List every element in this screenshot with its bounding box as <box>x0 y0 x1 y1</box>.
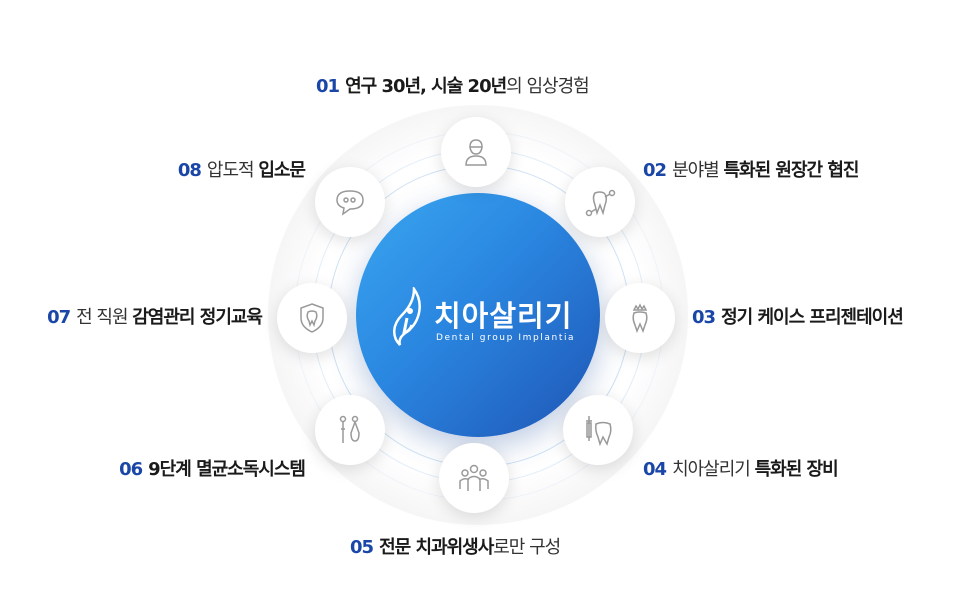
feature-node-06 <box>315 395 385 465</box>
leaf-i-logo-icon <box>393 287 421 346</box>
feature-node-01 <box>441 117 511 187</box>
brand-name: 치아살리기 <box>434 299 573 333</box>
feature-text-bold: 연구 30년, 시술 20년 <box>345 76 507 97</box>
feature-text-bold: 입소문 <box>258 160 306 181</box>
feature-text: 전 직원 <box>76 307 133 328</box>
feature-node-05 <box>439 443 509 513</box>
feature-number: 02 <box>643 160 667 181</box>
feature-text-bold: 감염관리 정기교육 <box>132 307 263 328</box>
feature-node-07 <box>277 283 347 353</box>
team-icon <box>459 464 489 491</box>
feature-node-03 <box>605 283 675 353</box>
feature-text: 치아살리기 <box>672 459 755 480</box>
dental-tools-icon <box>339 415 360 443</box>
feature-text: 의 임상경험 <box>506 76 590 97</box>
feature-number: 01 <box>316 76 340 97</box>
feature-number: 05 <box>350 537 374 558</box>
feature-text-bold: 특화된 장비 <box>754 459 839 480</box>
tooth-network-icon <box>585 189 616 217</box>
brand-subtitle: Dental group Implantia <box>436 333 576 343</box>
feature-text-bold: 특화된 원장간 협진 <box>723 160 859 181</box>
center-logo-circle: 치아살리기 Dental group Implantia <box>356 193 600 437</box>
feature-text-bold: 9단계 멸균소독시스템 <box>148 459 306 480</box>
feature-node-02 <box>565 167 635 237</box>
feature-number: 04 <box>643 459 667 480</box>
syringe-tooth-icon <box>586 416 612 447</box>
shield-tooth-icon <box>300 303 324 333</box>
feature-number: 06 <box>119 459 143 480</box>
feature-node-04 <box>563 395 633 465</box>
feature-node-08 <box>315 167 385 237</box>
speech-bubble-icon <box>336 190 364 216</box>
feature-text: 분야별 <box>672 160 724 181</box>
feature-number: 03 <box>692 307 716 328</box>
feature-text: 로만 구성 <box>493 537 561 558</box>
dentist-icon <box>465 139 487 166</box>
tooth-crown-icon <box>632 303 648 334</box>
feature-number: 08 <box>177 160 202 181</box>
feature-text: 압도적 <box>206 160 259 181</box>
feature-text-bold: 정기 케이스 프리젠테이션 <box>721 307 904 328</box>
feature-number: 07 <box>47 307 71 328</box>
feature-text-bold: 전문 치과위생사 <box>379 537 494 558</box>
